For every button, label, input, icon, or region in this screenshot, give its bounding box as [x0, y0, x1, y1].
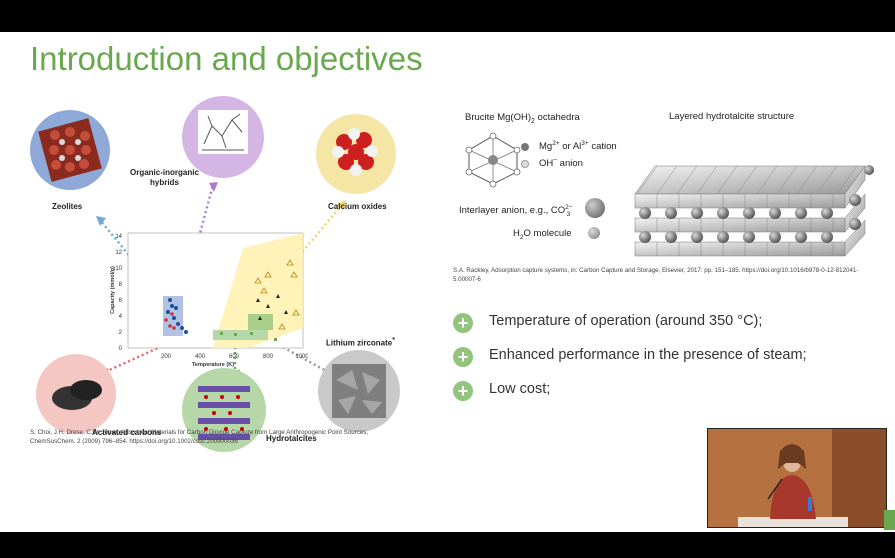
- x-tick: 1000: [295, 354, 308, 360]
- cation-text: Mg: [539, 141, 553, 153]
- calcium-oxide-region: [213, 233, 303, 348]
- water-sub: 2: [519, 233, 524, 241]
- interlayer-sup: 2−: [565, 204, 573, 211]
- layered-hydrotalcite-structure: [634, 165, 874, 257]
- y-tick: 6: [119, 298, 123, 304]
- octahedron-icon: [465, 132, 521, 188]
- plus-circle-icon: +: [453, 381, 473, 401]
- calcium-oxides-label: Calcium oxides: [328, 202, 387, 211]
- cation-legend-text: Mg2+ or Al3+ cation: [539, 140, 617, 152]
- y-tick: 2: [119, 330, 123, 336]
- organic-hybrids-label: Organic-inorganic hybrids: [130, 168, 199, 187]
- x-tick: 200: [161, 354, 172, 360]
- plus-circle-icon: +: [453, 347, 473, 367]
- left-figure-reference: S. Choi, J.H. Drese, C.W. Jones, Adsorbe…: [30, 429, 369, 445]
- brucite-title: Brucite Mg(OH)2 octahedra: [465, 112, 580, 125]
- zeolites-circle: [30, 110, 110, 190]
- lithium-zirconate-label: Lithium zirconate*: [326, 336, 395, 349]
- hydrotalcite-region-low: [213, 330, 268, 340]
- brucite-title-text: Brucite Mg(OH): [465, 112, 531, 123]
- activated-carbon-image: [52, 380, 102, 410]
- x-axis-label: Temperature (K): [192, 362, 234, 368]
- cation-sup1: 2+: [552, 140, 560, 147]
- x-tick: 400: [195, 354, 206, 360]
- interlayer-sub: 3: [566, 211, 571, 219]
- interlayer-text: Interlayer anion, e.g., CO: [459, 205, 566, 217]
- zeolite-region: [163, 296, 183, 336]
- water-molecule-text: H2O molecule: [513, 228, 572, 241]
- speaker-video-thumbnail[interactable]: [707, 428, 887, 528]
- list-item-text: Low cost;: [489, 381, 551, 397]
- lithium-zirconate-asterisk: *: [392, 337, 395, 344]
- calcium-oxide-lattice-image: [332, 128, 378, 176]
- slide-corner-accent: [884, 510, 895, 530]
- organic-hybrids-circle: [182, 96, 264, 178]
- hydrotalcites-circle: [182, 368, 266, 452]
- list-item-text: Enhanced performance in the presence of …: [489, 347, 807, 363]
- anion-text: OH: [539, 158, 554, 170]
- anion-sup: −: [553, 157, 558, 164]
- sorbent-materials-figure: Zeolites Organic-inorganic hybrids: [30, 96, 430, 460]
- hydrotalcite-structure-figure: Brucite Mg(OH)2 octahedra Layered hydrot…: [455, 106, 885, 266]
- right-figure-reference: S.A. Rackley, Adsorption capture systems…: [453, 267, 859, 283]
- top-letterbox: [0, 0, 895, 32]
- slide: Introduction and objectives: [0, 32, 895, 532]
- water-h: H: [513, 228, 520, 239]
- cation-legend-icon: [521, 143, 529, 151]
- y-tick: 10: [115, 266, 122, 272]
- lithium-zirconate-text: Lithium zirconate: [326, 338, 393, 348]
- y-axis-label: Capacity (mmol/g): [110, 266, 116, 314]
- calcium-oxides-circle: [316, 114, 396, 194]
- y-tick: 12: [115, 250, 122, 256]
- hydrotalcites-label: Hydrotalcites: [266, 434, 317, 443]
- zeolites-label: Zeolites: [52, 202, 83, 211]
- brucite-title-sub: 2: [530, 117, 535, 125]
- y-tick: 14: [115, 234, 122, 240]
- hydrotalcite-region-high: [248, 314, 273, 330]
- y-tick: 4: [119, 314, 123, 320]
- anion-legend-icon: [521, 160, 529, 168]
- cation-tail: cation: [588, 141, 617, 153]
- slide-title: Introduction and objectives: [30, 40, 423, 77]
- x-tick: 800: [263, 354, 274, 360]
- speaker-image: [708, 429, 886, 527]
- lithium-zirconate-sem-image: [332, 364, 386, 418]
- brucite-title-tail: octahedra: [534, 112, 580, 123]
- organic-structure-image: [198, 110, 248, 154]
- water-tail: O molecule: [523, 228, 572, 239]
- hydrotalcite-title: Layered hydrotalcite structure: [669, 111, 795, 122]
- plus-circle-icon: +: [453, 313, 473, 333]
- capacity-vs-temperature-plot: 0 2 4 6 8 10 12 14 200 400 600 800 1000 …: [110, 232, 308, 368]
- anion-tail: anion: [557, 158, 583, 170]
- cation-mid: or Al: [559, 141, 582, 153]
- water-molecule-icon: [588, 227, 600, 239]
- bottom-letterbox: [0, 532, 895, 558]
- list-item-text: Temperature of operation (around 350 °C)…: [489, 313, 763, 329]
- activated-carbons-label: Activated carbons: [92, 428, 162, 437]
- zeolite-crystal-image: [38, 118, 102, 182]
- interlayer-anion-text: Interlayer anion, e.g., CO2−3: [459, 204, 573, 219]
- y-tick: 0: [119, 346, 123, 352]
- hydrotalcite-layers-image: [198, 386, 250, 440]
- x-tick: 600: [229, 354, 240, 360]
- cation-sup2: 3+: [581, 140, 589, 147]
- anion-legend-text: OH− anion: [539, 157, 583, 169]
- interlayer-anion-icon: [585, 198, 605, 218]
- y-tick: 8: [119, 282, 123, 288]
- lithium-zirconate-circle: [318, 350, 400, 432]
- activated-carbons-circle: [36, 354, 116, 434]
